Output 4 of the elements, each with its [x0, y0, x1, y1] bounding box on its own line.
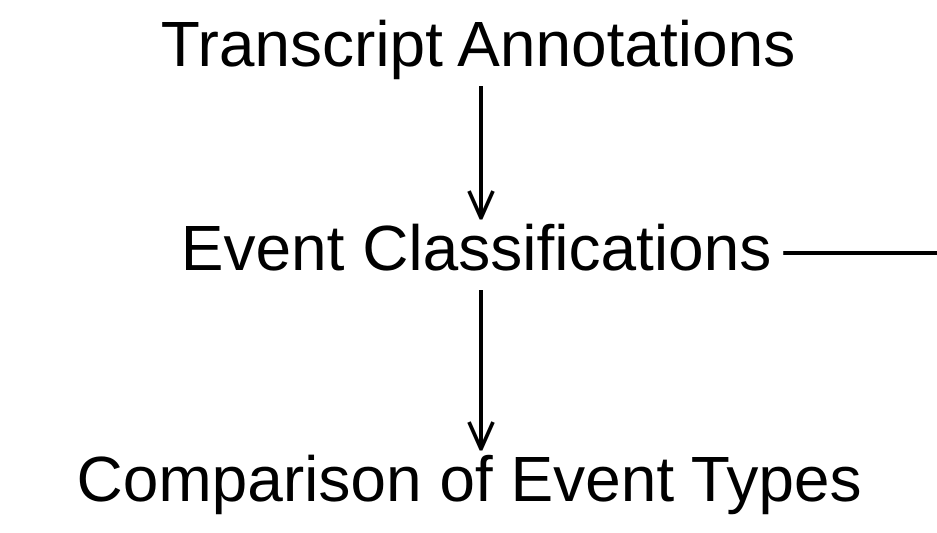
arrow [467, 86, 495, 220]
connector-line [783, 251, 937, 255]
arrow [467, 290, 495, 451]
node-text: Event Classifications [180, 216, 772, 280]
